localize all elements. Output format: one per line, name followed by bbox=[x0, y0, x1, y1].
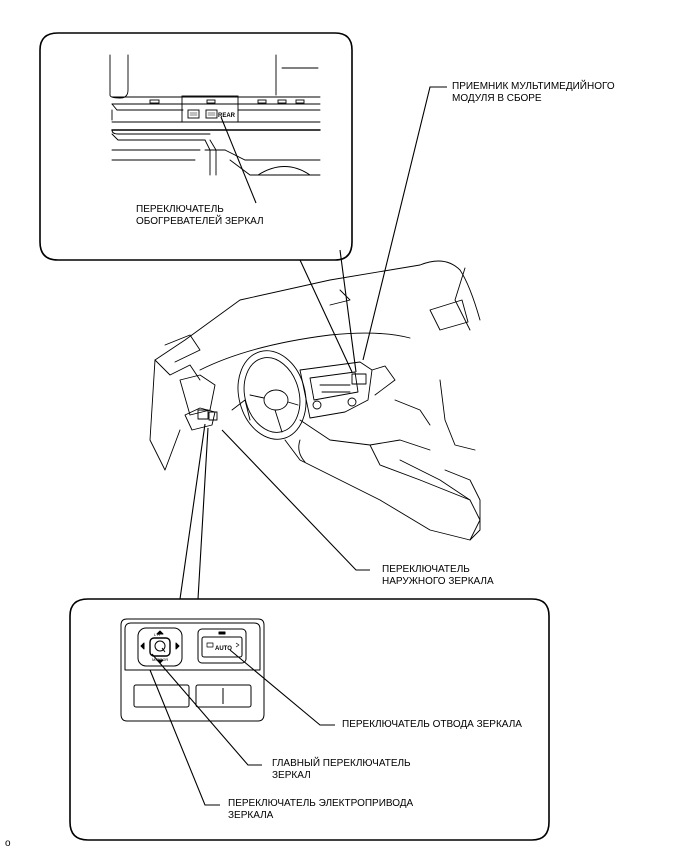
main-switch-line2: ЗЕРКАЛ bbox=[272, 770, 311, 781]
receiver-line2: МОДУЛЯ В СБОРЕ bbox=[452, 93, 542, 104]
auto-switch-text: AUTO bbox=[215, 646, 232, 652]
power-switch-line2: ЗЕРКАЛА bbox=[228, 810, 274, 821]
heater-leader bbox=[220, 116, 257, 204]
top-inset-dashboard-drawing bbox=[109, 54, 321, 176]
receiver-line1: ПРИЕМНИК МУЛЬТИМЕДИЙНОГО bbox=[452, 81, 615, 92]
receiver-leader bbox=[362, 86, 447, 361]
rear-switch-text: REAR bbox=[218, 113, 236, 119]
retract-line1: ПЕРЕКЛЮЧАТЕЛЬ ОТВОДА ЗЕРКАЛА bbox=[342, 719, 522, 730]
outer-mirror-line1: ПЕРЕКЛЮЧАТЕЛЬ bbox=[382, 564, 470, 575]
callout-lines bbox=[149, 86, 447, 806]
heater-switch-line1: ПЕРЕКЛЮЧАТЕЛЬ bbox=[136, 204, 224, 215]
main-switch-line1: ГЛАВНЫЙ ПЕРЕКЛЮЧАТЕЛЬ bbox=[272, 758, 411, 769]
bottom-inset-pointer bbox=[179, 423, 209, 600]
power-switch-line1: ПЕРЕКЛЮЧАТЕЛЬ ЭЛЕКТРОПРИВОДА bbox=[228, 798, 414, 809]
mirror-switch-text: MIRROR bbox=[152, 657, 168, 662]
retract-leader bbox=[229, 649, 335, 726]
outer-mirror-leader bbox=[221, 429, 370, 571]
top-inset-frame bbox=[39, 32, 353, 261]
power-leader bbox=[149, 669, 220, 806]
bottom-inset-frame bbox=[69, 598, 550, 841]
retract-switch-label: ПЕРЕКЛЮЧАТЕЛЬ ОТВОДА ЗЕРКАЛА bbox=[342, 719, 522, 731]
main-switch-label: ГЛАВНЫЙ ПЕРЕКЛЮЧАТЕЛЬ ЗЕРКАЛ bbox=[272, 758, 411, 782]
car-interior-drawing bbox=[149, 260, 481, 541]
receiver-label: ПРИЕМНИК МУЛЬТИМЕДИЙНОГО МОДУЛЯ В СБОРЕ bbox=[452, 81, 615, 105]
outer-mirror-line2: НАРУЖНОГО ЗЕРКАЛА bbox=[382, 576, 494, 587]
lr-switch-text: L R bbox=[154, 632, 160, 637]
corner-mark: o bbox=[5, 838, 11, 849]
heater-switch-label: ПЕРЕКЛЮЧАТЕЛЬ ОБОГРЕВАТЕЛЕЙ ЗЕРКАЛ bbox=[136, 204, 264, 228]
switch-panel-drawing bbox=[120, 618, 265, 722]
main-leader bbox=[151, 653, 262, 766]
power-switch-label: ПЕРЕКЛЮЧАТЕЛЬ ЭЛЕКТРОПРИВОДА ЗЕРКАЛА bbox=[228, 798, 413, 822]
outer-mirror-label: ПЕРЕКЛЮЧАТЕЛЬ НАРУЖНОГО ЗЕРКАЛА bbox=[382, 564, 494, 588]
top-inset-pointer bbox=[299, 249, 357, 373]
heater-switch-line2: ОБОГРЕВАТЕЛЕЙ ЗЕРКАЛ bbox=[136, 216, 264, 227]
